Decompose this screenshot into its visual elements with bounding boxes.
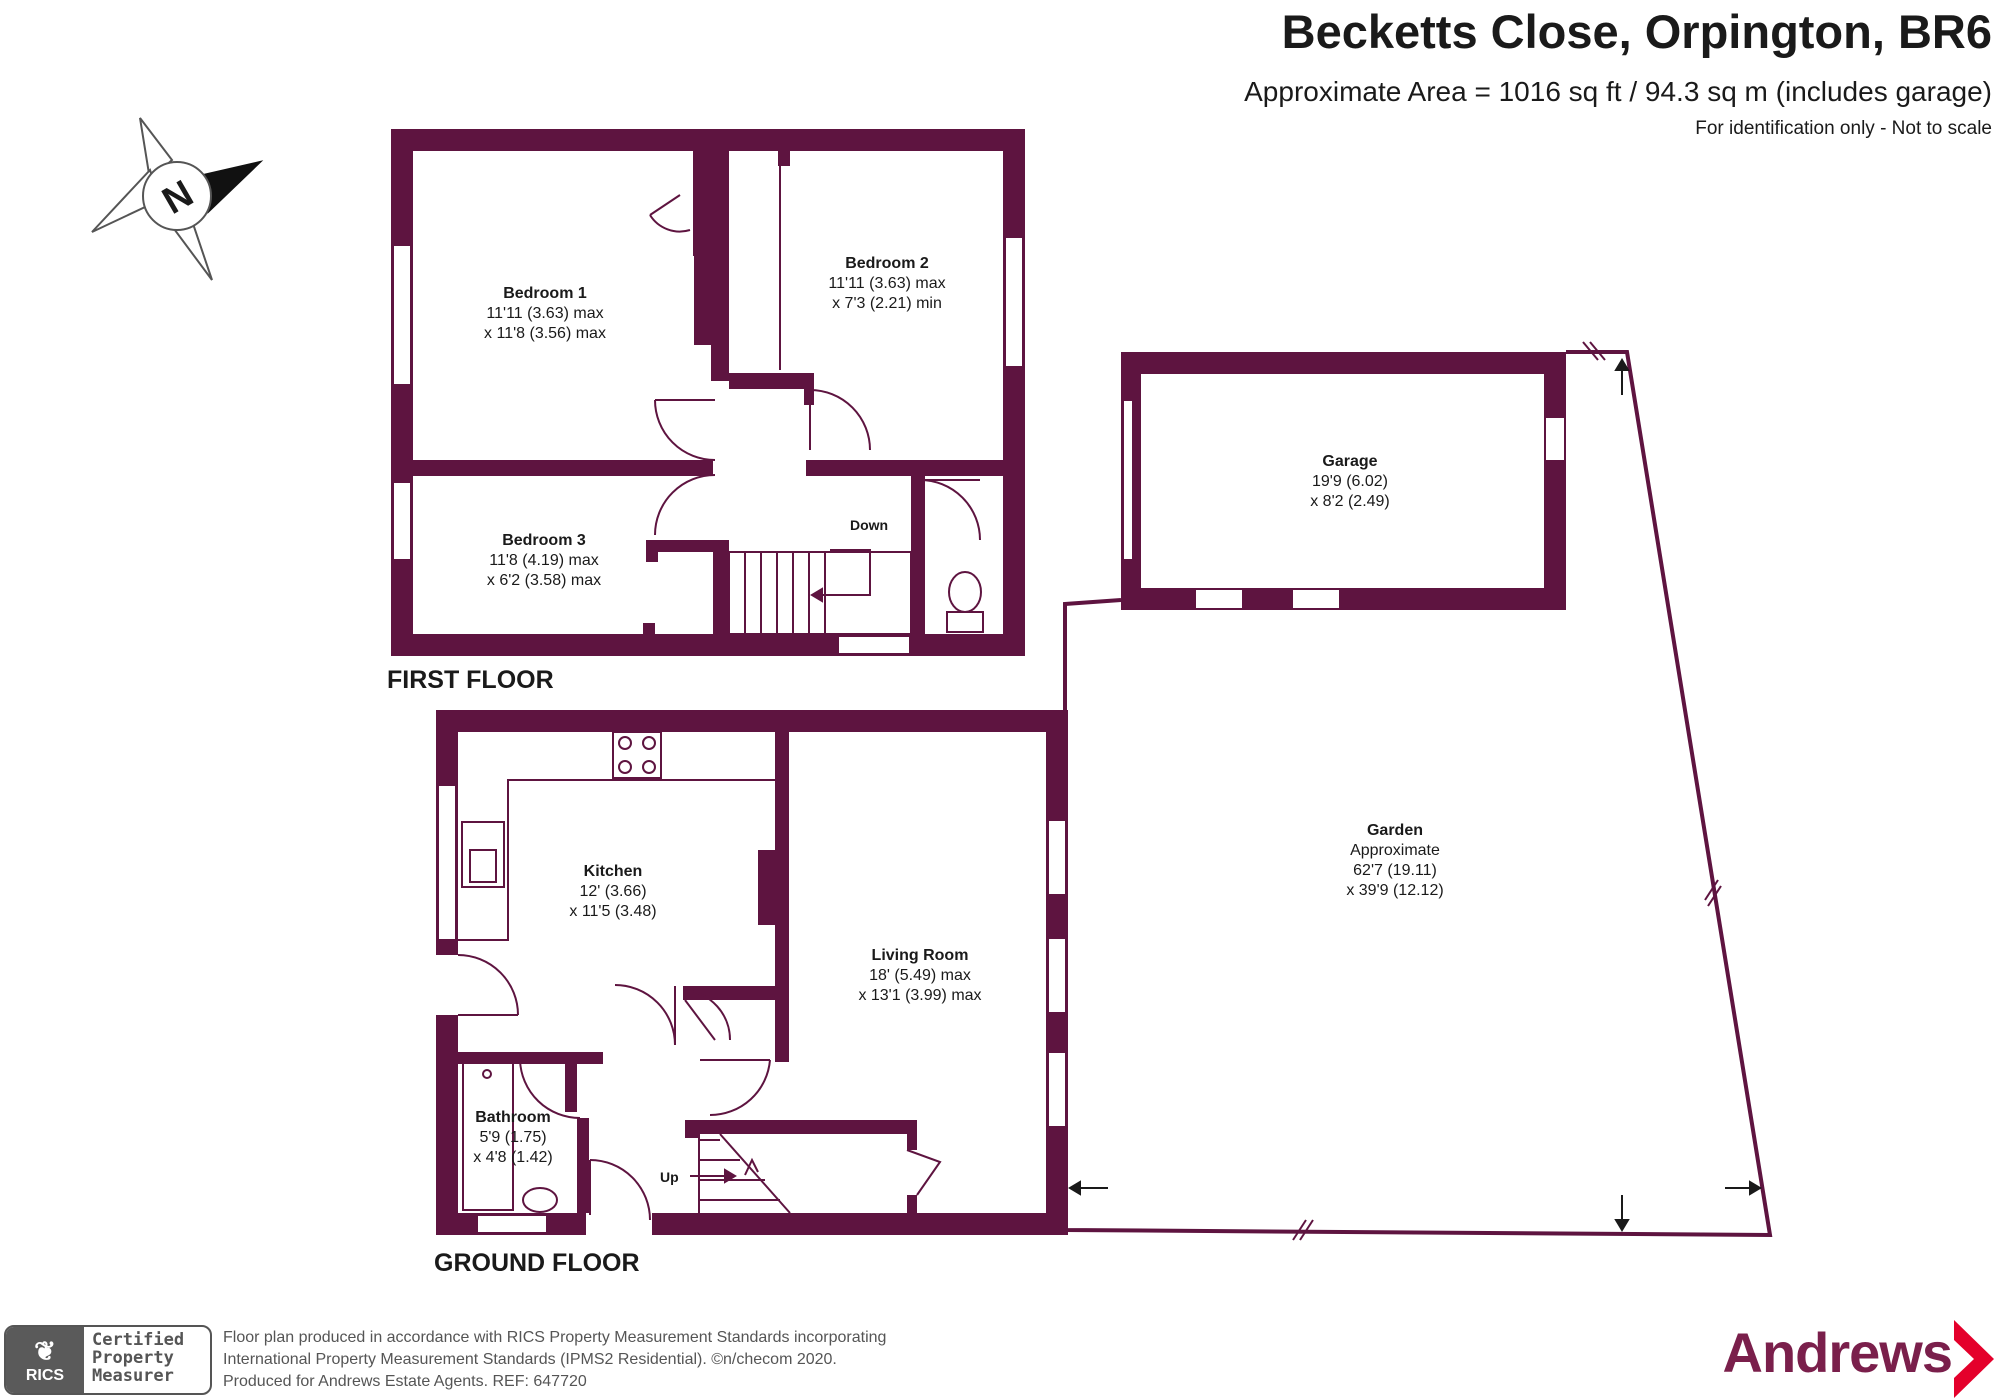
disclaimer-note: For identification only - Not to scale xyxy=(1695,118,1992,139)
svg-text:Garden: Garden xyxy=(1367,822,1423,839)
svg-text:Bedroom 1: Bedroom 1 xyxy=(503,285,587,302)
label-garden: Garden Approximate 62'7 (19.11) x 39'9 (… xyxy=(1346,822,1443,899)
svg-text:x 13'1 (3.99) max: x 13'1 (3.99) max xyxy=(858,987,981,1004)
svg-text:x 39'9 (12.12): x 39'9 (12.12) xyxy=(1346,882,1443,899)
label-bedroom3: Bedroom 3 11'8 (4.19) max x 6'2 (3.58) m… xyxy=(487,532,601,589)
label-kitchen: Kitchen 12' (3.66) x 11'5 (3.48) xyxy=(569,863,656,920)
svg-text:Living Room: Living Room xyxy=(872,947,969,964)
rics-badge: ❦ RICS Certified Property Measurer xyxy=(4,1325,212,1395)
svg-text:x 6'2 (3.58) max: x 6'2 (3.58) max xyxy=(487,572,601,589)
svg-text:19'9 (6.02): 19'9 (6.02) xyxy=(1312,473,1388,490)
svg-text:5'9 (1.75): 5'9 (1.75) xyxy=(479,1129,546,1146)
svg-text:11'11 (3.63) max: 11'11 (3.63) max xyxy=(486,305,603,322)
svg-text:18' (5.49) max: 18' (5.49) max xyxy=(869,967,971,984)
rics-logo: ❦ RICS xyxy=(6,1327,84,1393)
label-bedroom1: Bedroom 1 11'11 (3.63) max x 11'8 (3.56)… xyxy=(484,285,606,342)
windows-first-floor xyxy=(392,236,1024,655)
page-title: Becketts Close, Orpington, BR6 xyxy=(1281,5,1992,58)
footer-line-3: Produced for Andrews Estate Agents. REF:… xyxy=(223,1373,587,1390)
brand-logo: Andrews xyxy=(1722,1321,1953,1384)
svg-text:11'8 (4.19) max: 11'8 (4.19) max xyxy=(489,552,598,569)
garden-arrows xyxy=(1068,358,1762,1232)
windows-garage xyxy=(1122,399,1566,610)
fixtures-ground-floor xyxy=(457,731,942,1221)
svg-text:Approximate: Approximate xyxy=(1350,842,1440,859)
svg-text:62'7 (19.11): 62'7 (19.11) xyxy=(1353,862,1437,879)
label-garage: Garage 19'9 (6.02) x 8'2 (2.49) xyxy=(1310,453,1390,510)
svg-text:x 11'8 (3.56) max: x 11'8 (3.56) max xyxy=(484,325,606,342)
label-bathroom: Bathroom 5'9 (1.75) x 4'8 (1.42) xyxy=(473,1109,553,1166)
compass-icon: N xyxy=(91,117,264,281)
svg-text:12' (3.66): 12' (3.66) xyxy=(579,883,646,900)
rics-emblem-icon: ❦ xyxy=(34,1335,56,1366)
windows-ground-floor xyxy=(437,784,1067,1234)
brand-chevron-icon xyxy=(1954,1320,1994,1398)
svg-text:x 8'2 (2.49): x 8'2 (2.49) xyxy=(1310,493,1390,510)
label-living-room: Living Room 18' (5.49) max x 13'1 (3.99)… xyxy=(858,947,981,1004)
stairs-down-label: Down xyxy=(850,517,888,533)
footer-line-1: Floor plan produced in accordance with R… xyxy=(223,1329,887,1346)
ground-floor-label: GROUND FLOOR xyxy=(434,1249,640,1277)
svg-text:Garage: Garage xyxy=(1322,453,1377,470)
svg-text:Bedroom 2: Bedroom 2 xyxy=(845,255,929,272)
svg-text:11'11 (3.63) max: 11'11 (3.63) max xyxy=(828,275,945,292)
rics-badge-text: Certified Property Measurer xyxy=(92,1330,185,1386)
svg-text:Kitchen: Kitchen xyxy=(584,863,643,880)
area-summary: Approximate Area = 1016 sq ft / 94.3 sq … xyxy=(1244,76,1992,107)
svg-text:x 4'8 (1.42): x 4'8 (1.42) xyxy=(473,1149,553,1166)
stairs-up-label: Up xyxy=(660,1169,679,1185)
first-floor-label: FIRST FLOOR xyxy=(387,666,554,694)
svg-text:Bathroom: Bathroom xyxy=(475,1109,551,1126)
svg-text:x 7'3 (2.21) min: x 7'3 (2.21) min xyxy=(832,295,942,312)
svg-text:x 11'5 (3.48): x 11'5 (3.48) xyxy=(569,903,656,920)
svg-text:Bedroom 3: Bedroom 3 xyxy=(502,532,586,549)
stairs-first-floor xyxy=(649,160,984,635)
garden-boundary xyxy=(1063,341,1773,1241)
label-bedroom2: Bedroom 2 11'11 (3.63) max x 7'3 (2.21) … xyxy=(828,255,945,312)
footer-line-2: International Property Measurement Stand… xyxy=(223,1351,837,1368)
walls-ground-floor xyxy=(436,710,1068,1235)
